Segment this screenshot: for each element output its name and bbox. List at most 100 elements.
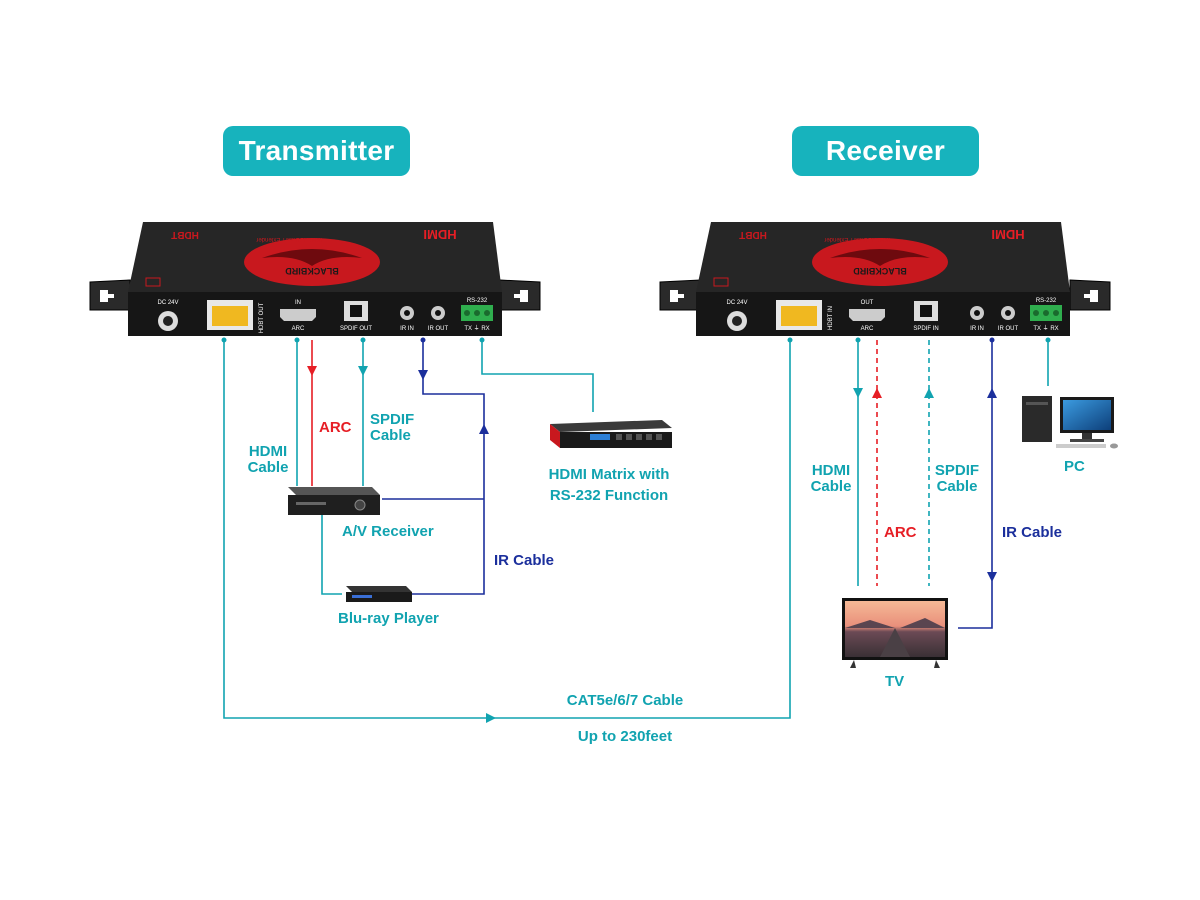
cat-cable-label: CAT5e/6/7 Cable <box>566 692 684 709</box>
ir-in-port-inner <box>404 310 410 316</box>
ir-in-port-inner <box>974 310 980 316</box>
dc-jack-inner <box>732 316 742 326</box>
rx-spdif-cable-label: SPDIF Cable <box>934 463 980 495</box>
transmitter-spdif-label: SPDIF OUT <box>340 326 372 332</box>
transmitter-rs232-label: RS-232 <box>467 298 488 304</box>
spdif-port-inner <box>350 305 362 317</box>
transmitter-hdmi-label: IN <box>295 300 301 306</box>
lock-hole-icon <box>1084 290 1098 302</box>
terminal-screw <box>464 310 470 316</box>
cable-end-dot <box>855 337 861 343</box>
receiver-spdif-label: SPDIF IN <box>913 326 938 332</box>
receiver-product-text: 4K60 HDBaseT Extender <box>824 236 891 242</box>
hdmi-matrix-label: HDMI Matrix with RS-232 Function <box>534 464 684 506</box>
rj45-port-inner <box>781 306 817 326</box>
rx-spdif-arrow <box>924 388 934 398</box>
tx-arc-label: ARC <box>319 419 352 436</box>
rx-hdmi-cable-label: HDMI Cable <box>808 463 854 495</box>
bird-logo-icon <box>830 249 930 266</box>
rx-hdmi-arrow <box>853 388 863 398</box>
receiver-rs232-label: RS-232 <box>1036 298 1057 304</box>
cable-end-dot <box>479 337 485 343</box>
rx-arc-label: ARC <box>884 524 917 541</box>
lock-hole-icon <box>100 290 114 302</box>
tx-spdif-arrow <box>358 366 368 376</box>
pc-icon <box>1022 396 1118 449</box>
av-to-bluray-line <box>321 510 342 595</box>
receiver-hdmi-label: OUT <box>861 300 874 306</box>
terminal-screw <box>1053 310 1059 316</box>
tx-hdmi-cable-label: HDMI Cable <box>246 444 290 476</box>
transmitter-dc-label: DC 24V <box>157 300 178 306</box>
receiver-dc-label: DC 24V <box>726 300 747 306</box>
lock-hole-icon <box>514 290 528 302</box>
cable-end-dot <box>787 337 793 343</box>
rx-ir-cable-line <box>958 340 993 629</box>
terminal-screw <box>1043 310 1049 316</box>
cable-end-dot <box>294 337 300 343</box>
cat-cable-arrow <box>486 713 496 723</box>
ir-out-port-inner <box>435 310 441 316</box>
cable-end-dot <box>420 337 426 343</box>
tv-label: TV <box>885 673 905 690</box>
pc-label: PC <box>1064 458 1085 475</box>
receiver-rx-badge <box>713 277 729 287</box>
tx-spdif-cable-label: SPDIF Cable <box>370 412 414 444</box>
label-line: SPDIF <box>370 411 415 428</box>
transmitter-hdbt-logo: HDBT <box>171 229 199 240</box>
terminal-screw <box>484 310 490 316</box>
label-line: Cable <box>247 459 289 476</box>
receiver-arc-label: ARC <box>861 326 874 332</box>
rj45-port-inner <box>212 306 248 326</box>
ir-out-port-inner <box>1005 310 1011 316</box>
cable-end-dot <box>221 337 227 343</box>
distance-label: Up to 230feet <box>577 728 673 745</box>
receiver-irin-label: IR IN <box>970 326 984 332</box>
hdmi-port-icon <box>280 309 316 321</box>
rx-arc-arrow <box>872 388 882 398</box>
av-receiver-icon <box>288 487 380 515</box>
tx-ir-arrow-up <box>479 424 489 434</box>
rx-ir-cable-label: IR Cable <box>1002 524 1063 541</box>
transmitter-device: BLACKBIRD HDMI 4K60 HDBaseT Extender HDB… <box>89 222 541 336</box>
tv-icon <box>842 598 948 668</box>
transmitter-logo-text: HDMI <box>423 227 456 242</box>
bird-logo-icon <box>262 249 362 266</box>
transmitter-tx-badge <box>145 277 161 287</box>
spdif-port-inner <box>920 305 932 317</box>
transmitter-arc-label: ARC <box>292 326 305 332</box>
bluray-label: Blu-ray Player <box>338 610 439 627</box>
terminal-screw <box>474 310 480 316</box>
transmitter-product-text: 4K60 HDBaseT Extender <box>256 236 323 242</box>
receiver-logo-text: HDMI <box>991 227 1024 242</box>
transmitter-title: Transmitter <box>223 126 410 176</box>
label-line: Cable <box>936 478 978 495</box>
rs232-cable-line <box>481 340 594 412</box>
cable-end-dot <box>360 337 366 343</box>
transmitter-rs232-pins: TX ⏚ RX <box>464 325 489 332</box>
label-line: HDMI <box>248 443 288 460</box>
label-line: HDMI <box>811 462 851 479</box>
bluray-player-icon <box>346 586 412 602</box>
receiver-irout-label: IR OUT <box>998 326 1019 332</box>
transmitter-brand-text: BLACKBIRD <box>285 266 339 276</box>
terminal-screw <box>1033 310 1039 316</box>
label-line: HDMI Matrix with <box>548 466 670 483</box>
label-line: Cable <box>810 478 852 495</box>
cable-end-dot <box>1045 337 1051 343</box>
label-line: SPDIF <box>934 462 980 479</box>
receiver-device: BLACKBIRD HDMI 4K60 HDBaseT Extender HDB… <box>659 222 1111 336</box>
tx-arc-arrow <box>307 366 317 376</box>
hdmi-matrix-icon <box>550 420 672 448</box>
label-line: RS-232 Function <box>549 487 669 504</box>
cable-end-dot <box>989 337 995 343</box>
receiver-title: Receiver <box>792 126 979 176</box>
av-receiver-label: A/V Receiver <box>342 523 434 540</box>
receiver-hdbt-label: HDBT IN <box>828 306 834 330</box>
rx-ir-arrow-down <box>987 572 997 582</box>
tx-ir-arrow-down <box>418 370 428 380</box>
lock-hole-icon <box>670 290 684 302</box>
cat-cable-line <box>223 340 791 719</box>
rx-ir-arrow-up <box>987 388 997 398</box>
